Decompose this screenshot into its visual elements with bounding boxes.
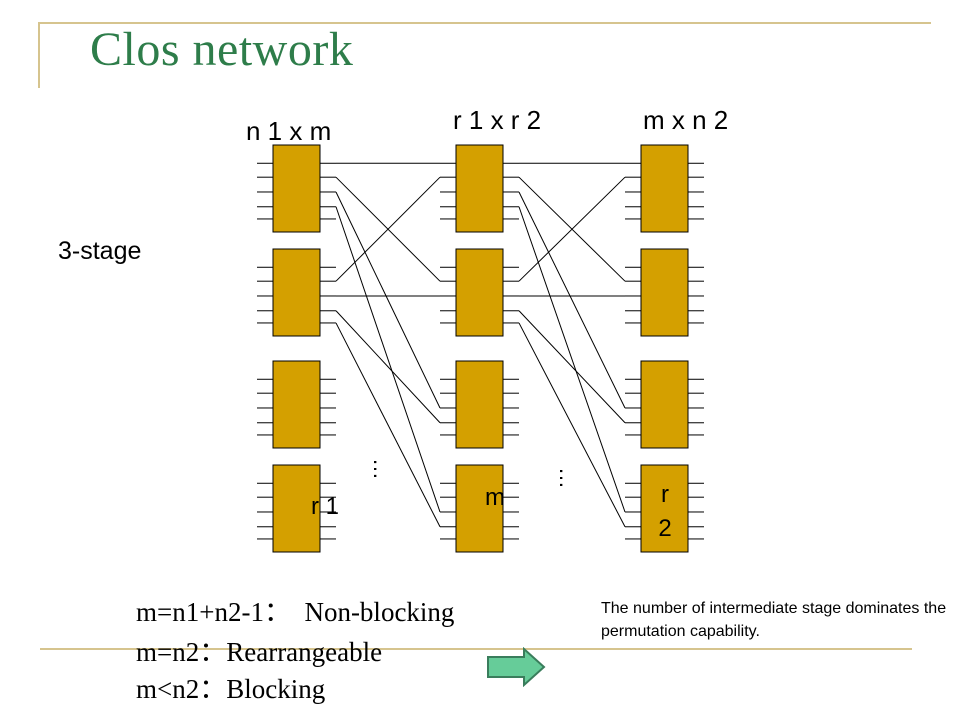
link-s1-s2 [335,191,441,409]
stage2-box-count-label: m [485,484,505,511]
link-s2-s3 [518,176,626,282]
bottom-frame-line [40,648,912,650]
condition-blocking: m<n2：Blocking [136,674,326,704]
link-s1-s2 [335,322,441,527]
stage3-header: m x n 2 [643,105,729,135]
stage1-header: n 1 x m [246,116,332,146]
link-s1-s2 [335,310,441,424]
stage1-box-count-label: r 1 [310,493,339,520]
stage2-switch-box [455,144,504,233]
stage2-switch-box [455,360,504,449]
link-s1-s2 [335,206,441,513]
slide-title: Clos network [90,23,354,76]
stage1-switch-box [272,144,321,233]
link-s1-s2 [335,176,441,282]
stage3-switch-box [640,144,689,233]
stage3-box-count-label: r 2 [658,481,672,542]
intermediate-stage-note: The number of intermediate stage dominat… [601,600,947,640]
link-s2-s3 [518,310,626,424]
top-frame-line [38,22,931,24]
stage1-switch-box [272,248,321,337]
stage2-switch-box [455,464,504,553]
ellipsis-right: … [555,467,580,489]
stage-count-label: 3-stage [58,237,142,265]
left-frame-line [38,22,40,88]
stage2-header: r 1 x r 2 [453,105,542,135]
condition-non-blocking: m=n1+n2-1： Non-blocking [136,597,455,627]
link-s2-s3 [518,206,626,513]
link-s2-s3 [518,191,626,409]
ellipsis-left: … [369,458,394,480]
stage3-switch-box [640,464,689,553]
stage3-switch-box [640,248,689,337]
right-arrow-icon [487,647,546,687]
stage2-switch-box [455,248,504,337]
stage3-switch-box [640,360,689,449]
stage1-switch-box [272,464,321,553]
condition-rearrangeable: m=n2：Rearrangeable [136,637,383,667]
link-s2-s3 [518,322,626,528]
stage1-switch-box [272,360,321,449]
